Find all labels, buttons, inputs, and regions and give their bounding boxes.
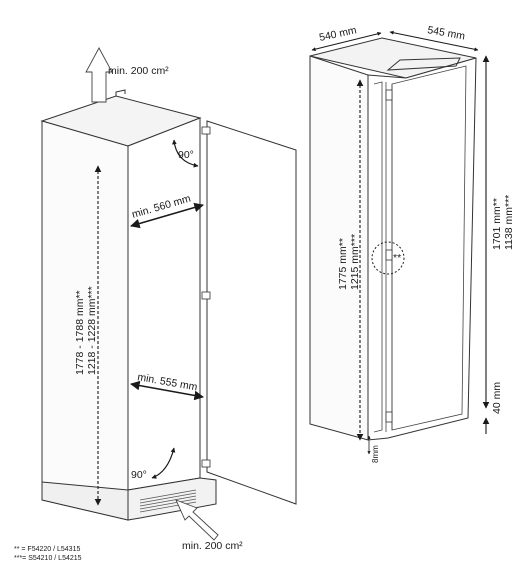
depth-545-arrow — [389, 30, 479, 52]
angle-bottom-arc — [151, 447, 176, 479]
vent-top-label: min. 200 cm² — [108, 65, 169, 77]
vent-bottom-arrow-icon — [175, 499, 219, 541]
width-bottom-arrow — [130, 380, 204, 401]
hinge-icons — [201, 126, 211, 468]
vent-grille — [139, 489, 197, 513]
angle-bottom-label: 90° — [131, 469, 147, 481]
angle-top-arc — [172, 139, 199, 168]
width-top-arrow — [130, 202, 204, 229]
height-label-2: 1218 - 1228 mm*** — [86, 286, 98, 375]
width-540-label: 540 mm — [318, 24, 358, 44]
angle-top-label: 90° — [178, 149, 194, 161]
legend-line-1: ** = F54220 / L54315 — [14, 546, 81, 553]
depth-545-label: 545 mm — [426, 24, 466, 42]
detail-marker: ** — [393, 252, 401, 264]
legend-line-2: ***= S54210 / L54215 — [14, 555, 82, 562]
open-door — [206, 120, 297, 505]
vent-bottom-label: min. 200 cm² — [182, 540, 243, 552]
width-540-arrow — [311, 31, 382, 52]
foot-8mm-label: 8mm — [371, 445, 380, 463]
vent-up-arrow-icon — [85, 47, 113, 103]
height-1701-label: 1701 mm** — [491, 198, 503, 250]
height-1215-label: 1215 mm*** — [349, 234, 361, 290]
gap-40-label: 40 mm — [491, 382, 503, 414]
height-1775-label: 1775 mm** — [337, 238, 349, 290]
detail-circle-icon — [371, 241, 405, 275]
appliance-hinge-icons — [385, 89, 393, 423]
height-1138-label: 1138 mm*** — [503, 195, 515, 250]
height-label-1: 1778 - 1788 mm** — [74, 290, 86, 375]
appliance-body — [309, 37, 477, 441]
